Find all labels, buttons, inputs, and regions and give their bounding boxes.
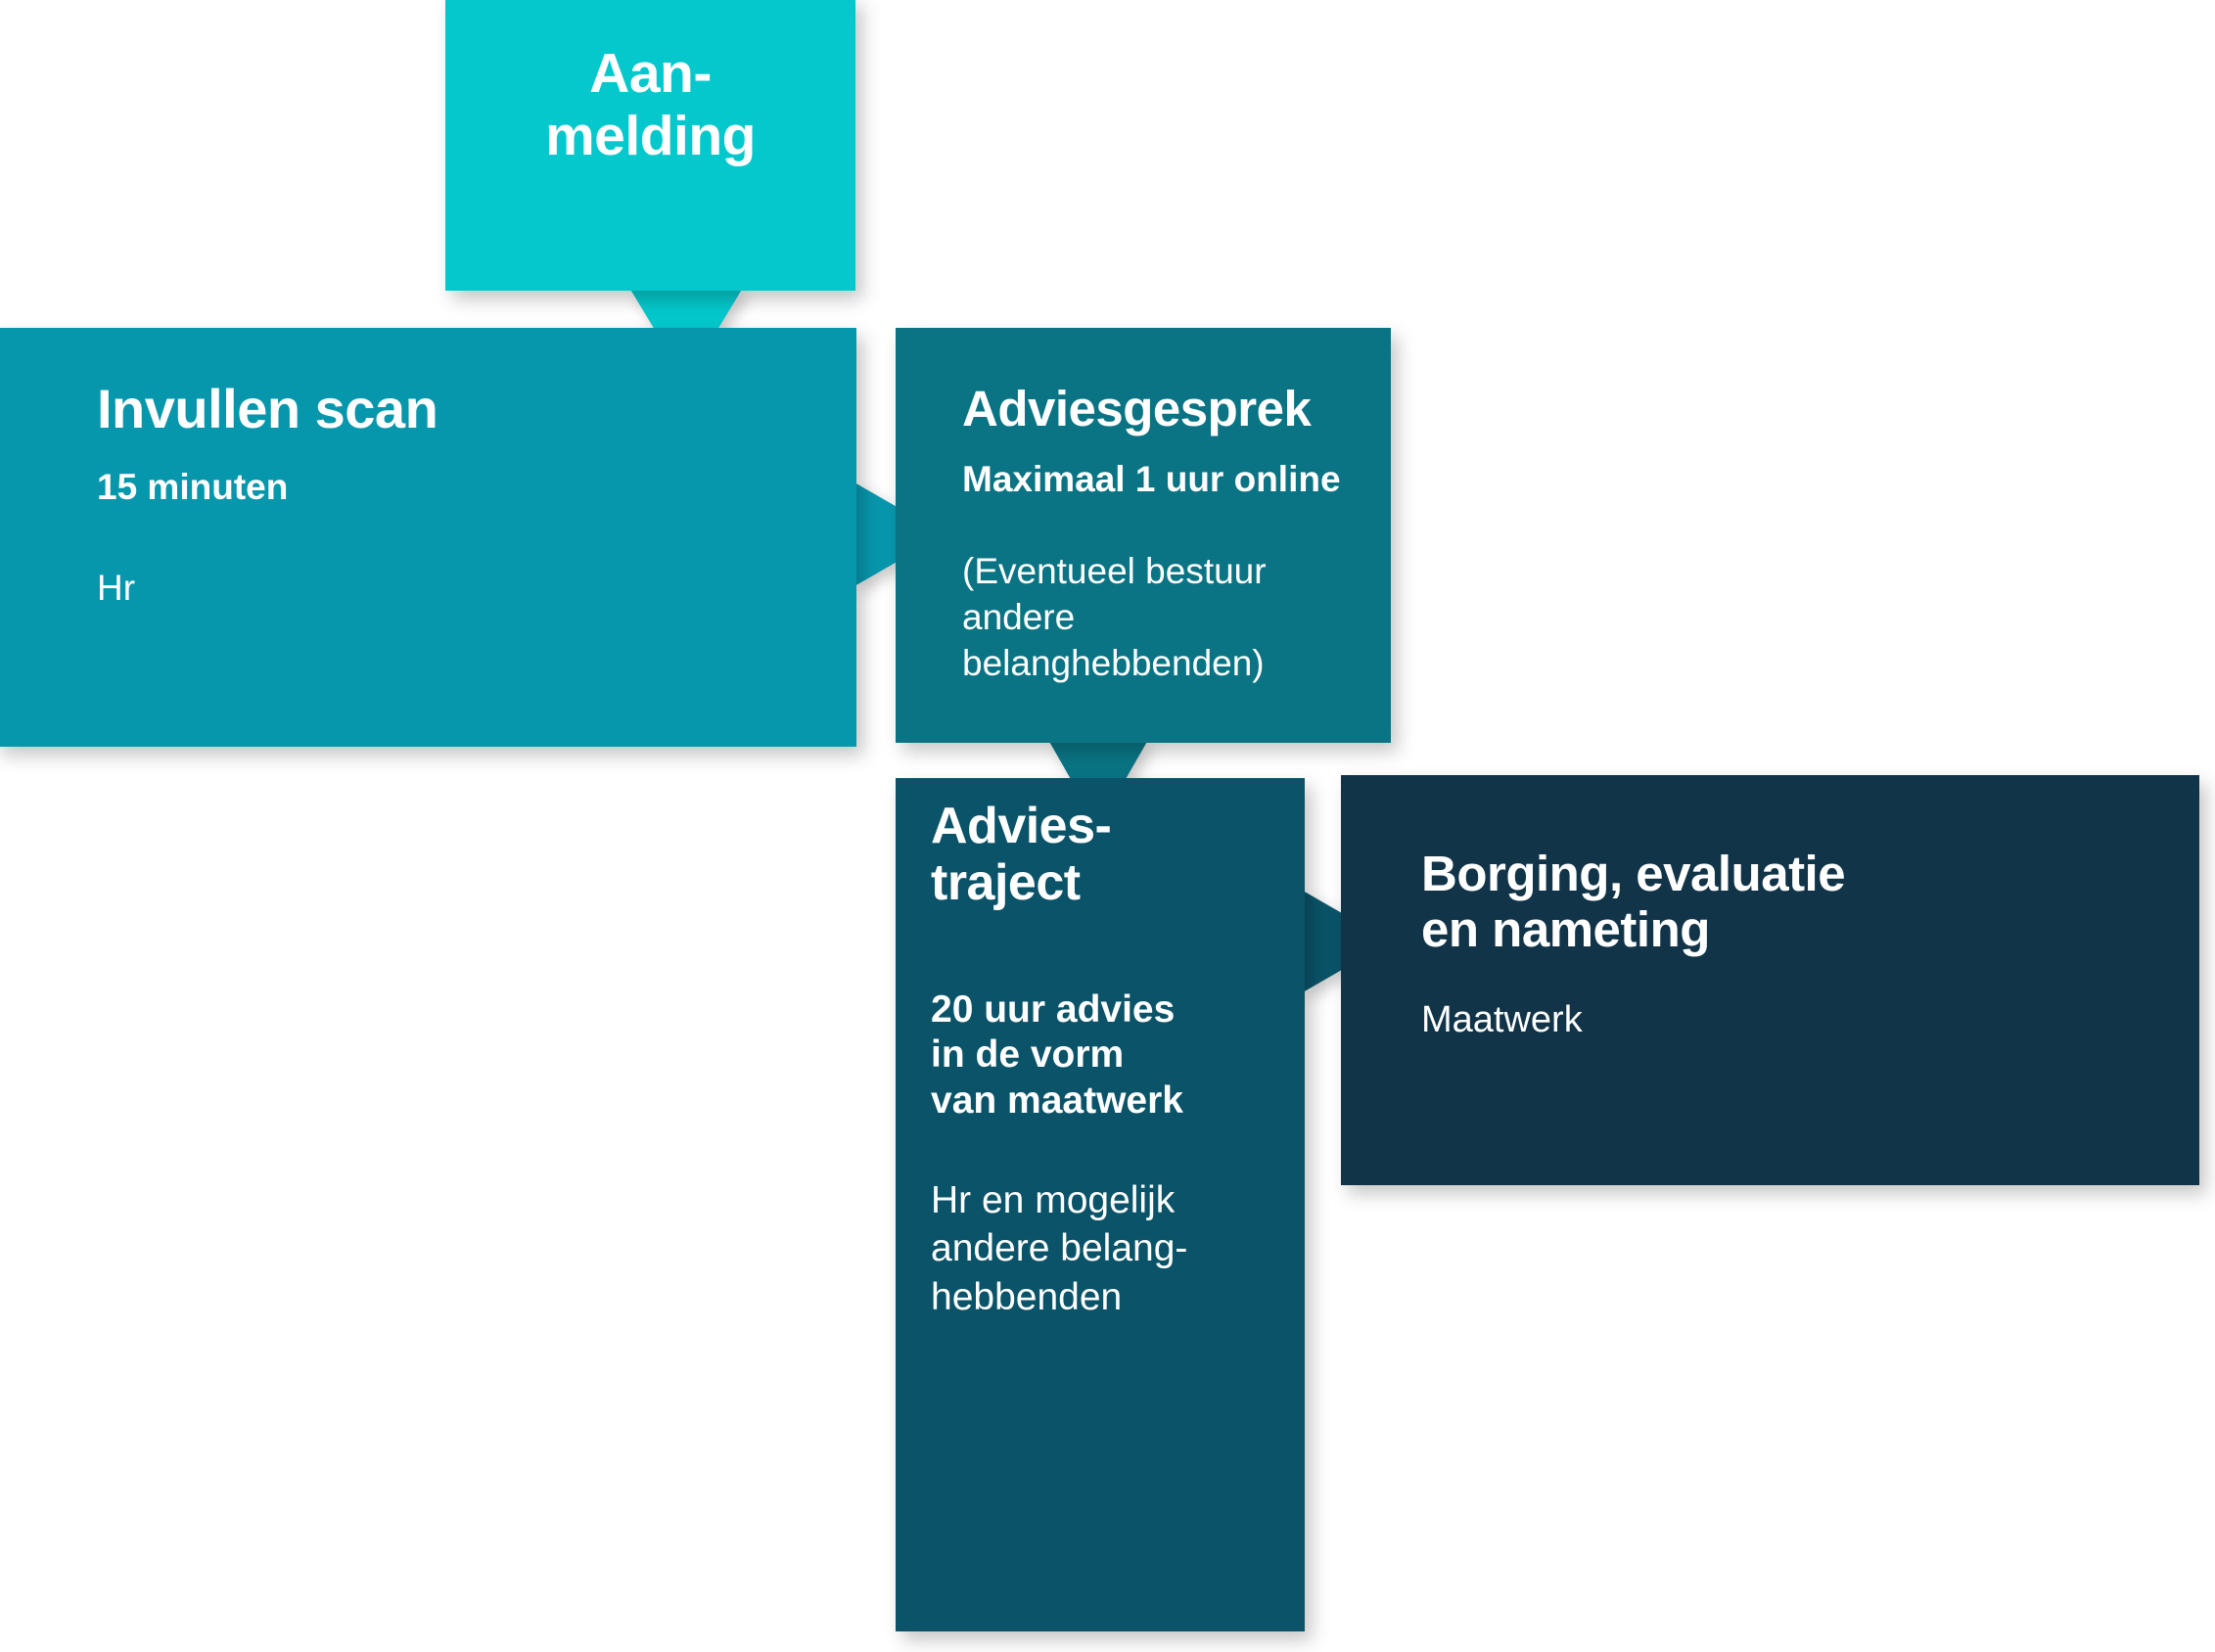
node-invullen-scan-duration: 15 minuten <box>97 466 289 507</box>
node-adviesgesprek-duration: Maximaal 1 uur online <box>962 459 1341 500</box>
node-aanmelding[interactable]: Aan- melding <box>445 0 855 291</box>
node-invullen-scan[interactable]: Invullen scan 15 minuten Hr <box>0 328 856 747</box>
node-adviestraject-effort: 20 uur advies in de vorm van maatwerk <box>931 988 1183 1122</box>
node-adviesgesprek-title: Adviesgesprek <box>962 381 1312 436</box>
node-adviestraject-title: Advies- traject <box>931 798 1112 912</box>
node-borging-evaluatie-nameting[interactable]: Borging, evaluatie en nameting Maatwerk <box>1341 775 2199 1185</box>
node-aanmelding-title: Aan- melding <box>544 42 757 167</box>
node-invullen-scan-role: Hr <box>97 568 136 609</box>
node-borging-type: Maatwerk <box>1421 999 1583 1041</box>
node-adviestraject-participants: Hr en mogelijk andere belang- hebbenden <box>931 1178 1188 1319</box>
node-adviestraject[interactable]: Advies- traject 20 uur advies in de vorm… <box>896 778 1305 1631</box>
node-borging-title: Borging, evaluatie en nameting <box>1421 846 1846 958</box>
node-adviesgesprek-participants: (Eventueel bestuur andere belanghebbende… <box>962 550 1267 684</box>
node-adviesgesprek[interactable]: Adviesgesprek Maximaal 1 uur online (Eve… <box>896 328 1391 743</box>
node-invullen-scan-title: Invullen scan <box>97 378 438 439</box>
